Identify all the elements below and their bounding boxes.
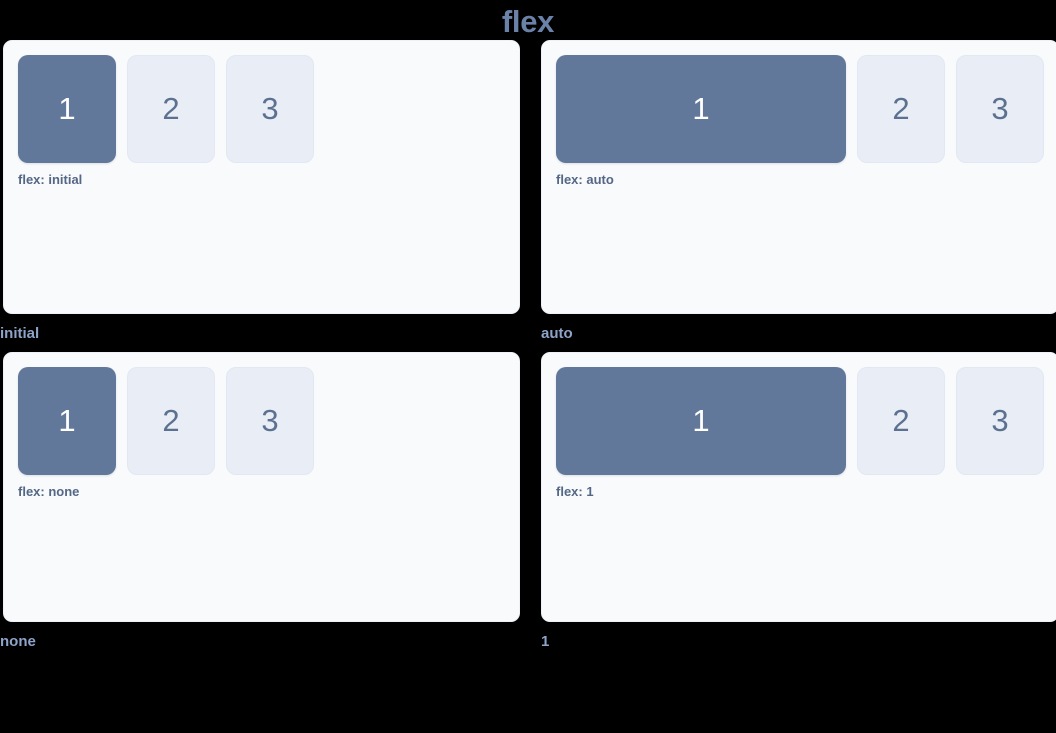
page-title: flex <box>501 4 555 39</box>
flex-item-label: 2 <box>162 403 180 438</box>
flex-item-label: 1 <box>692 91 710 126</box>
flex-item-3: 3 <box>226 55 314 163</box>
demo-cell-auto: 1 2 3 flex: auto auto <box>541 40 1056 352</box>
demo-panel-none: 1 2 3 flex: none <box>3 352 520 622</box>
demo-cell-one: 1 2 3 flex: 1 1 <box>541 352 1056 660</box>
flex-item-2: 2 <box>857 367 945 475</box>
code-label-auto: flex: auto <box>556 172 614 187</box>
demo-panel-one: 1 2 3 flex: 1 <box>541 352 1056 622</box>
flex-container-initial: 1 2 3 <box>18 55 505 163</box>
demo-panel-initial: 1 2 3 flex: initial <box>3 40 520 314</box>
flex-container-auto: 1 2 3 <box>556 55 1044 163</box>
flex-item-label: 1 <box>692 403 710 438</box>
demo-cell-initial: 1 2 3 flex: initial initial <box>0 40 520 352</box>
flex-item-1: 1 <box>556 55 846 163</box>
code-label-none: flex: none <box>18 484 80 499</box>
caption-initial: initial <box>0 325 40 342</box>
flex-item-label: 2 <box>892 403 910 438</box>
flex-item-label: 2 <box>162 91 180 126</box>
flex-item-label: 1 <box>58 403 76 438</box>
demo-grid: 1 2 3 flex: initial initial 1 2 <box>0 40 1056 660</box>
flex-item-3: 3 <box>226 367 314 475</box>
caption-none: none <box>0 633 36 650</box>
flex-container-none: 1 2 3 <box>18 367 505 475</box>
flex-item-3: 3 <box>956 55 1044 163</box>
flex-item-label: 3 <box>261 91 279 126</box>
flex-item-label: 2 <box>892 91 910 126</box>
flex-item-label: 3 <box>991 403 1009 438</box>
flex-item-label: 1 <box>58 91 76 126</box>
flex-item-1: 1 <box>18 367 116 475</box>
flex-item-1: 1 <box>18 55 116 163</box>
flex-item-3: 3 <box>956 367 1044 475</box>
flex-item-label: 3 <box>991 91 1009 126</box>
flex-container-one: 1 2 3 <box>556 367 1044 475</box>
flex-item-2: 2 <box>857 55 945 163</box>
code-label-initial: flex: initial <box>18 172 83 187</box>
code-label-one: flex: 1 <box>556 484 594 499</box>
demo-panel-auto: 1 2 3 flex: auto <box>541 40 1056 314</box>
demo-cell-none: 1 2 3 flex: none none <box>0 352 520 660</box>
flex-item-1: 1 <box>556 367 846 475</box>
caption-one: 1 <box>541 633 550 650</box>
caption-auto: auto <box>541 325 573 342</box>
flex-item-2: 2 <box>127 55 215 163</box>
flex-item-label: 3 <box>261 403 279 438</box>
flex-item-2: 2 <box>127 367 215 475</box>
